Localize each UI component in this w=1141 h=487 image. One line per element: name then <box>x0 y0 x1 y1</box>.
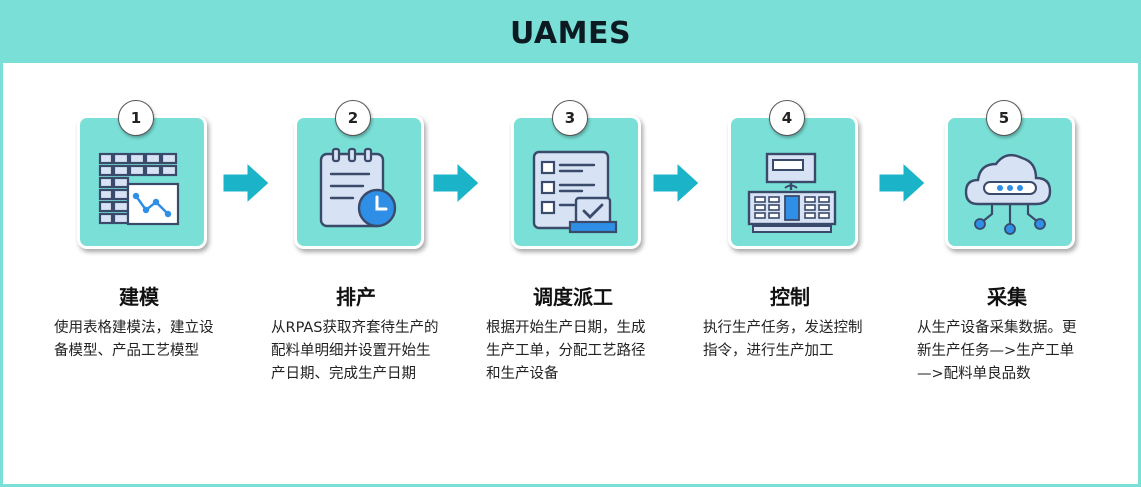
clipboard-clock-icon <box>319 147 397 228</box>
step-icon-card <box>728 115 858 249</box>
step-number-badge: 4 <box>769 100 805 136</box>
step-number-badge: 1 <box>118 100 154 136</box>
header-bar: UAMES <box>3 3 1138 63</box>
step-number-badge: 2 <box>335 100 371 136</box>
step-description: 使用表格建模法，建立设备模型、产品工艺模型 <box>54 320 214 359</box>
arrow-right-icon <box>652 161 700 205</box>
step-title: 排产 <box>336 285 376 309</box>
step-icon-card <box>294 115 424 249</box>
spreadsheet-chart-icon <box>98 152 180 226</box>
step-icon-card <box>511 115 641 249</box>
step-description: 执行生产任务，发送控制指令，进行生产加工 <box>703 320 863 359</box>
cloud-network-icon <box>964 153 1052 235</box>
step-icon-card <box>77 115 207 249</box>
step-title: 建模 <box>119 285 159 309</box>
step-number-badge: 5 <box>986 100 1022 136</box>
arrow-right-icon <box>432 161 480 205</box>
diagram-title: UAMES <box>509 15 632 51</box>
step-title: 调度派工 <box>533 285 613 309</box>
checklist-icon <box>532 150 618 234</box>
control-panel-icon <box>747 152 837 233</box>
step-description: 从RPAS获取齐套待生产的配料单明细并设置开始生产日期、完成生产日期 <box>271 320 439 382</box>
step-description: 根据开始生产日期，生成生产工单，分配工艺路径和生产设备 <box>486 320 646 382</box>
step-title: 控制 <box>770 285 810 309</box>
step-description: 从生产设备采集数据。更新生产任务—>生产工单—>配料单良品数 <box>917 320 1077 382</box>
arrow-right-icon <box>222 161 270 205</box>
step-icon-card <box>945 115 1075 249</box>
step-title: 采集 <box>987 285 1027 309</box>
arrow-right-icon <box>878 161 926 205</box>
step-number-badge: 3 <box>552 100 588 136</box>
